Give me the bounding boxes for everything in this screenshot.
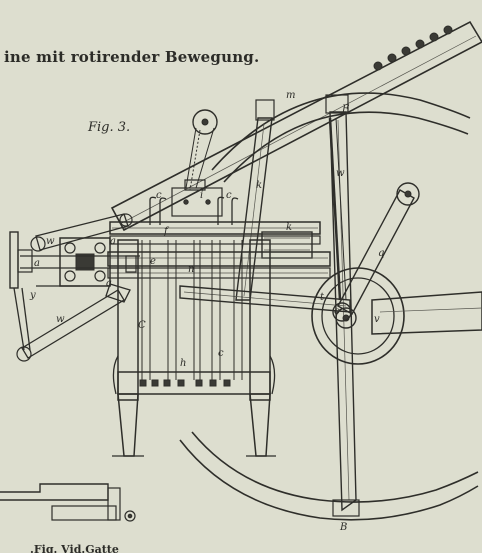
label-t: t: [320, 292, 325, 303]
label-w-lower: w: [56, 314, 65, 325]
detail-tool: [0, 483, 136, 522]
label-w-arm: w: [336, 168, 345, 179]
label-E: E: [341, 104, 350, 115]
label-B: B: [339, 522, 347, 533]
plate-title: ine mit rotirender Bewegung.: [4, 48, 259, 66]
label-h: h: [180, 358, 186, 369]
label-C: C: [138, 320, 146, 331]
label-c1: c: [156, 190, 162, 201]
label-w-upper: w: [46, 236, 55, 247]
type-hooks: [149, 196, 239, 225]
crank-arm: [332, 182, 420, 322]
lever-notches: [373, 25, 453, 71]
footer-fragment: .Fig. Vid.Gatte: [30, 543, 119, 553]
label-k-frame: k: [286, 222, 292, 233]
pulley-block: [171, 109, 223, 217]
label-o: o: [334, 306, 340, 317]
figure-label: Fig. 3.: [87, 120, 130, 135]
drive-bar: [179, 285, 351, 313]
carriage-rails: [107, 251, 331, 279]
platen-mechanism: [9, 213, 140, 362]
label-a-left: a: [34, 258, 40, 269]
label-y: y: [29, 290, 36, 301]
label-e: e: [150, 256, 156, 267]
main-frame: [112, 239, 276, 457]
rocker-spoke: [325, 94, 360, 517]
label-i: i: [200, 190, 203, 201]
label-c-right: c: [218, 348, 224, 359]
label-n: n: [188, 264, 194, 275]
label-q: q: [378, 248, 384, 259]
label-m: m: [286, 90, 295, 101]
label-v: v: [374, 314, 380, 325]
label-k-top: k: [256, 180, 262, 191]
label-a-upper: a: [110, 236, 116, 247]
label-f: f: [163, 226, 170, 237]
label-a-lower: a: [106, 278, 112, 289]
label-c2: c: [226, 190, 232, 201]
part-labels: m E k i c c k w q w a f a e n y a t o v …: [29, 90, 384, 533]
